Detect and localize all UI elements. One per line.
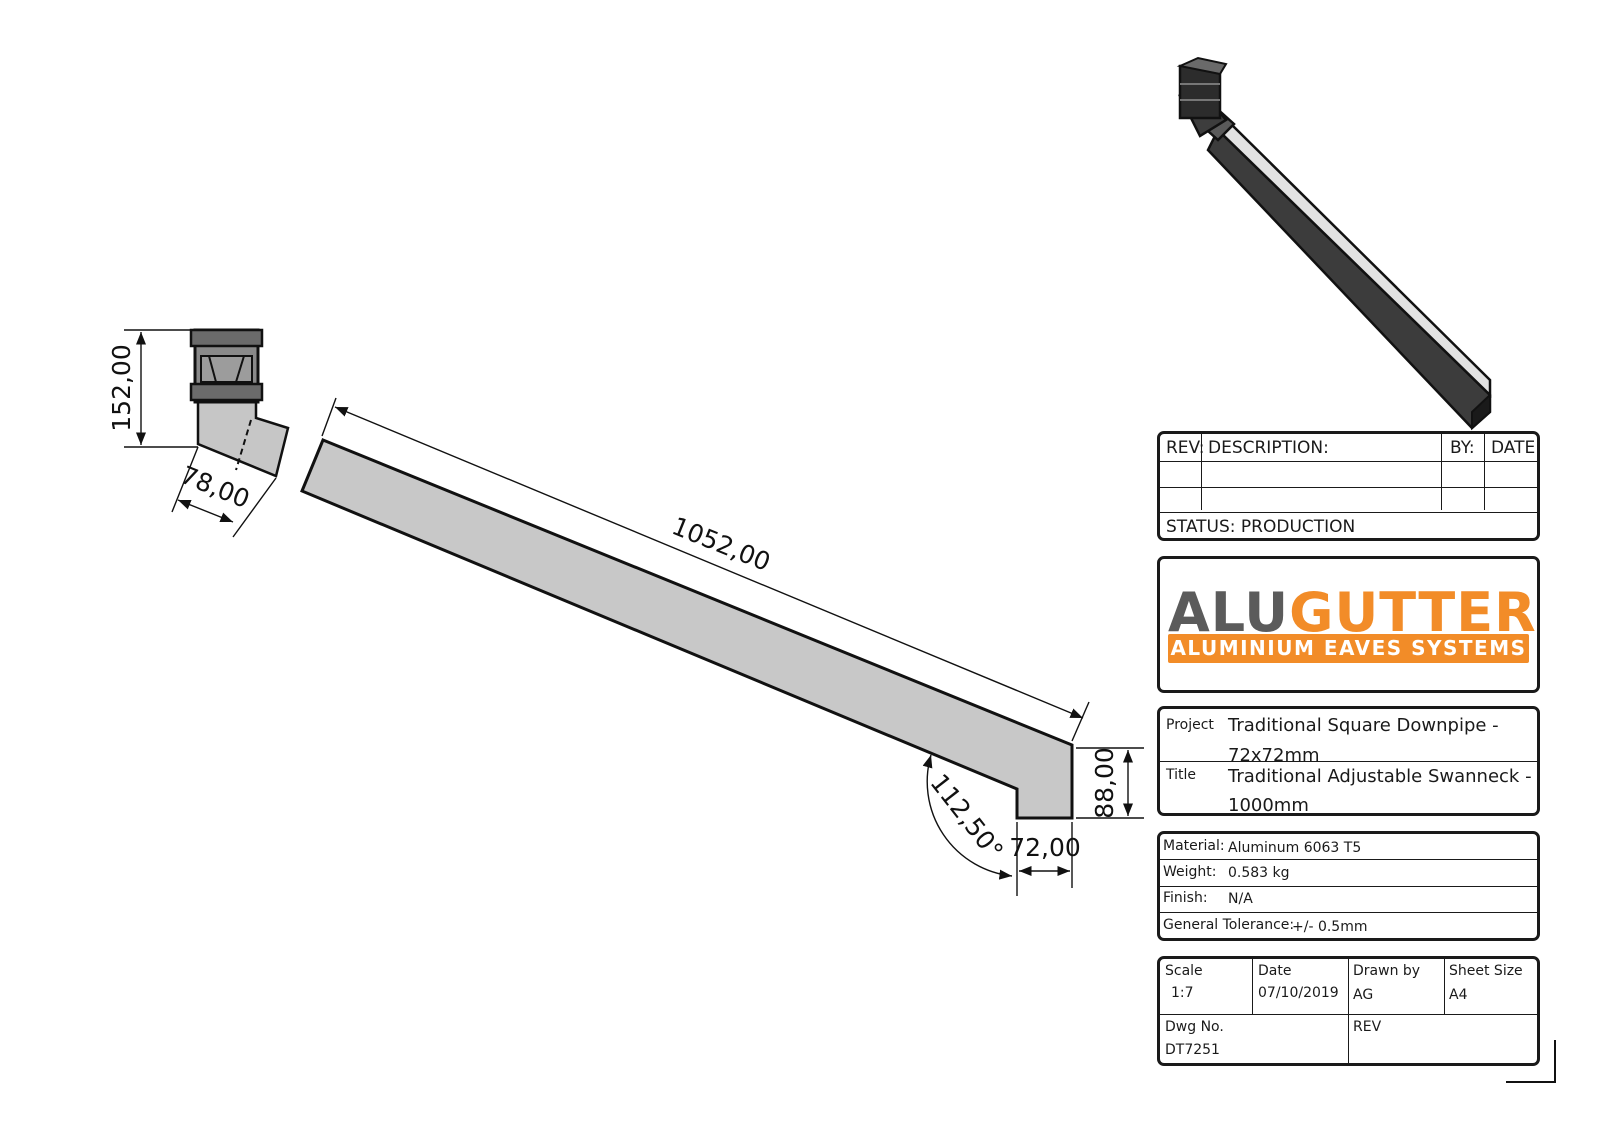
pipe-section: [300, 438, 1074, 820]
date-label: Date: [1258, 963, 1292, 979]
frame-corner-mark: [1506, 1040, 1556, 1083]
info-block: Scale 1:7 Date 07/10/2019 Drawn by AG Sh…: [1157, 956, 1540, 1066]
project-line-2: 72x72mm: [1228, 745, 1320, 766]
logo-word-grey: ALU: [1168, 581, 1290, 644]
material-row-divider-1: [1160, 859, 1537, 860]
material-label: Material:: [1163, 838, 1225, 854]
project-block: Project Traditional Square Downpipe - 72…: [1157, 706, 1540, 816]
drawn-by-value: AG: [1353, 987, 1374, 1003]
logo-tagline: ALUMINIUM EAVES SYSTEMS: [1168, 634, 1529, 663]
project-title-divider: [1160, 761, 1537, 762]
dim-height-152: 152,00: [107, 329, 198, 448]
dim-offset-label: 78,00: [177, 460, 254, 514]
info-col-divider-1: [1252, 959, 1253, 1014]
isometric-preview: [1176, 56, 1492, 431]
finish-label: Finish:: [1163, 890, 1208, 906]
dim-length-1052: 1052,00: [321, 397, 1090, 742]
weight-value: 0.583 kg: [1228, 865, 1290, 881]
tolerance-label: General Tolerance:: [1163, 917, 1295, 933]
drawn-by-label: Drawn by: [1353, 963, 1421, 979]
project-label: Project: [1166, 717, 1214, 733]
material-row-divider-2: [1160, 886, 1537, 887]
scale-label: Scale: [1165, 963, 1203, 979]
material-row-divider-3: [1160, 912, 1537, 913]
title-line-1: Traditional Adjustable Swanneck -: [1228, 766, 1532, 787]
description-header: DESCRIPTION:: [1208, 438, 1329, 458]
weight-label: Weight:: [1163, 864, 1217, 880]
material-value: Aluminum 6063 T5: [1228, 840, 1362, 856]
logo-block: ALUGUTTER ALUMINIUM EAVES SYSTEMS: [1157, 556, 1540, 693]
date-header: DATE:: [1491, 438, 1541, 458]
dwg-no-value: DT7251: [1165, 1042, 1220, 1058]
rev-row-divider-1: [1160, 461, 1537, 462]
dim-angle-label: 112,50°: [924, 768, 1008, 865]
info-col-divider-2: [1348, 959, 1349, 1063]
revision-block: REV: DESCRIPTION: BY: DATE: STATUS: PROD…: [1157, 431, 1541, 541]
rev-label: REV: [1353, 1019, 1382, 1035]
rev-header: REV:: [1166, 438, 1205, 458]
status-text: STATUS: PRODUCTION: [1166, 517, 1356, 537]
sheet-size-value: A4: [1449, 987, 1468, 1003]
rev-row-divider-2: [1160, 487, 1537, 488]
logo-word-orange: GUTTER: [1289, 581, 1537, 644]
dim-depth-label: 88,00: [1090, 747, 1119, 819]
tolerance-value: +/- 0.5mm: [1292, 919, 1368, 935]
dim-width-label: 72,00: [1009, 833, 1081, 862]
by-col-divider: [1441, 434, 1442, 510]
title-line-2: 1000mm: [1228, 795, 1309, 816]
dim-depth-88: 88,00: [1076, 747, 1144, 819]
material-block: Material: Aluminum 6063 T5 Weight: 0.583…: [1157, 831, 1540, 941]
title-label: Title: [1166, 767, 1197, 783]
date-col-divider: [1484, 434, 1485, 510]
sheet-size-label: Sheet Size: [1449, 963, 1523, 979]
company-logo: ALUGUTTER: [1168, 581, 1537, 644]
offset-socket: [189, 328, 290, 478]
by-header: BY:: [1450, 438, 1475, 458]
dim-height-label: 152,00: [107, 344, 136, 431]
scale-value: 1:7: [1171, 985, 1194, 1001]
date-value: 07/10/2019: [1258, 985, 1339, 1001]
info-col-divider-3: [1444, 959, 1445, 1014]
dwg-no-label: Dwg No.: [1165, 1019, 1224, 1035]
rev-col-divider: [1201, 434, 1202, 510]
finish-value: N/A: [1228, 891, 1253, 907]
dim-width-72: 72,00: [1009, 822, 1081, 896]
project-line-1: Traditional Square Downpipe -: [1228, 715, 1499, 736]
rev-row-divider-3: [1160, 512, 1537, 513]
